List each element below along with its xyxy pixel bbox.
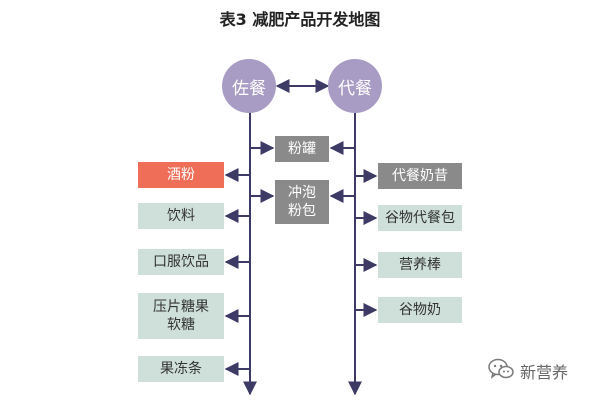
jelly-strip-box: 果冻条 [138, 356, 224, 382]
side-meal-label: 佐餐 [232, 78, 266, 99]
side-meal-node: 佐餐 [222, 59, 276, 113]
grain-milk-label: 谷物奶 [399, 302, 441, 318]
tablet-candy-label-line2: 软糖 [167, 317, 195, 333]
brew-powder-box: 冲泡 粉包 [275, 180, 329, 224]
drinks-label: 饮料 [167, 208, 195, 224]
oral-drink-label: 口服饮品 [153, 254, 209, 270]
drinks-box: 饮料 [138, 203, 224, 229]
watermark-text: 新营养 [520, 363, 569, 382]
meal-replacement-label: 代餐 [338, 78, 372, 99]
tablet-candy-box: 压片糖果 软糖 [138, 293, 224, 339]
grain-meal-bag-label: 谷物代餐包 [385, 210, 455, 226]
nutrition-bar-label: 营养棒 [399, 257, 441, 273]
meal-shake-label: 代餐奶昔 [392, 168, 448, 184]
powder-can-label: 粉罐 [288, 141, 316, 157]
brew-powder-label-line2: 粉包 [288, 203, 316, 219]
wine-powder-box: 酒粉 [138, 162, 224, 188]
oral-drink-box: 口服饮品 [138, 249, 224, 275]
brew-powder-label-line1: 冲泡 [288, 185, 316, 201]
meal-shake-box: 代餐奶昔 [378, 163, 462, 189]
grain-milk-box: 谷物奶 [378, 297, 462, 323]
meal-replacement-node: 代餐 [328, 59, 382, 113]
powder-can-box: 粉罐 [275, 136, 329, 162]
tablet-candy-label-line1: 压片糖果 [153, 299, 209, 315]
grain-meal-bag-box: 谷物代餐包 [378, 205, 462, 231]
nutrition-bar-box: 营养棒 [378, 252, 462, 278]
wine-powder-label: 酒粉 [167, 167, 195, 183]
diagram-title: 表3 减肥产品开发地图 [219, 10, 381, 29]
jelly-strip-label: 果冻条 [160, 361, 202, 377]
watermark: 新营养 [488, 358, 568, 384]
wechat-icon [488, 358, 514, 384]
